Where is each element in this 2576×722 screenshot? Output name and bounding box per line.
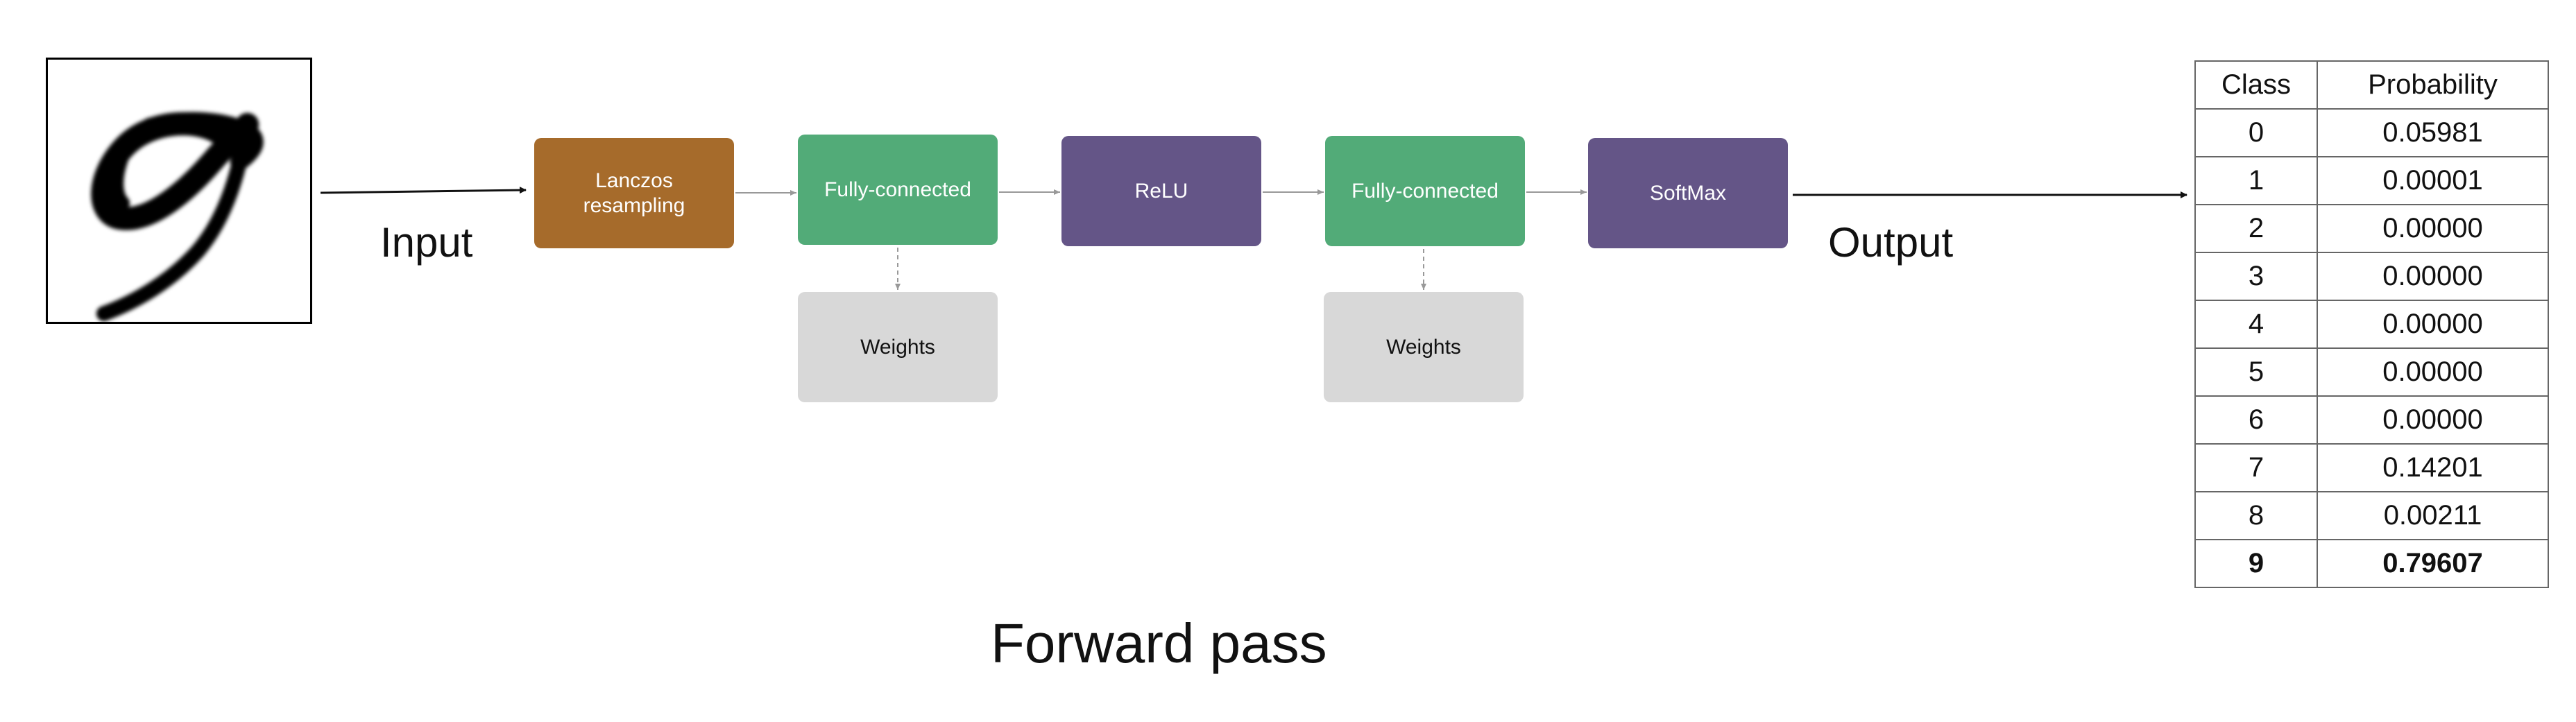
probability-cell: 0.00000 xyxy=(2317,347,2549,397)
relu-label: ReLU xyxy=(1134,179,1188,203)
softmax-node: SoftMax xyxy=(1588,138,1788,248)
fully-connected-node-1: Fully-connected xyxy=(798,135,998,245)
lanczos-resampling-label: Lanczos resampling xyxy=(583,169,685,217)
class-cell: 5 xyxy=(2194,347,2318,397)
class-cell: 9 xyxy=(2194,539,2318,588)
probability-column-header: Probability xyxy=(2317,60,2549,110)
class-cell: 8 xyxy=(2194,491,2318,540)
input-digit-image xyxy=(46,58,312,324)
class-cell: 7 xyxy=(2194,443,2318,492)
probability-cell: 0.00001 xyxy=(2317,156,2549,205)
fully-connected-label-1: Fully-connected xyxy=(824,178,971,201)
input-label: Input xyxy=(380,219,473,266)
probability-cell: 0.00000 xyxy=(2317,395,2549,445)
class-cell: 4 xyxy=(2194,300,2318,349)
probability-cell: 0.00211 xyxy=(2317,491,2549,540)
diagram-caption: Forward pass xyxy=(991,612,1327,674)
class-cell: 6 xyxy=(2194,395,2318,445)
class-cell: 3 xyxy=(2194,252,2318,301)
weights-label-2: Weights xyxy=(1386,335,1461,359)
class-cell: 1 xyxy=(2194,156,2318,205)
output-label: Output xyxy=(1828,219,1954,266)
softmax-label: SoftMax xyxy=(1649,181,1727,205)
probability-cell: 0.05981 xyxy=(2317,108,2549,157)
fully-connected-label-2: Fully-connected xyxy=(1351,179,1499,203)
probability-cell: 0.00000 xyxy=(2317,252,2549,301)
probability-cell: 0.14201 xyxy=(2317,443,2549,492)
relu-node: ReLU xyxy=(1061,136,1261,246)
table-header-row: Class Probability xyxy=(2194,60,2549,110)
fully-connected-node-2: Fully-connected xyxy=(1325,136,1525,246)
digit-nine-glyph xyxy=(91,112,264,322)
class-cell: 0 xyxy=(2194,108,2318,157)
class-cell: 2 xyxy=(2194,204,2318,253)
probability-cell: 0.79607 xyxy=(2317,539,2549,588)
probability-cell: 0.00000 xyxy=(2317,204,2549,253)
weights-node-1: Weights xyxy=(798,292,998,402)
class-column-header: Class xyxy=(2194,60,2318,110)
weights-label-1: Weights xyxy=(860,335,935,359)
lanczos-resampling-node: Lanczos resampling xyxy=(534,138,734,248)
weights-node-2: Weights xyxy=(1324,292,1524,402)
probability-cell: 0.00000 xyxy=(2317,300,2549,349)
input-arrow xyxy=(320,187,527,194)
